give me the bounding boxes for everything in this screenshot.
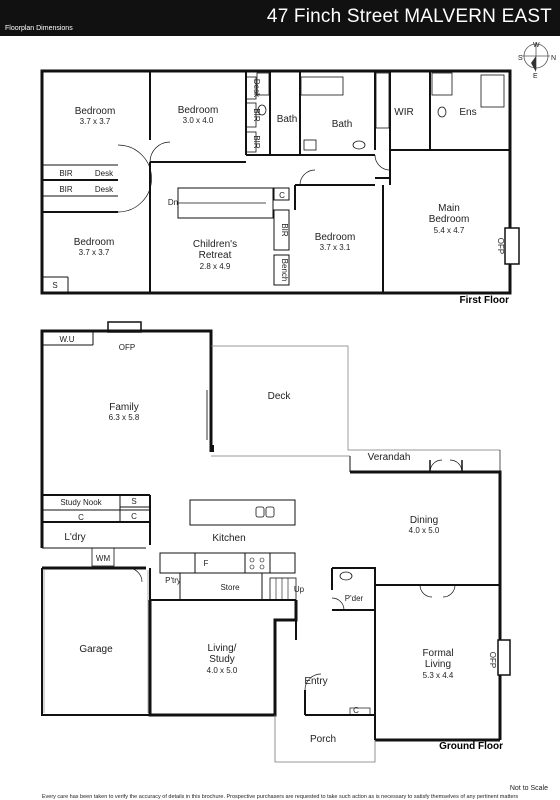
room-bedroom-sw: Bedroom [74,237,115,248]
room-living-dim: 4.0 x 5.0 [207,666,238,675]
compass-s: S [518,55,523,62]
room-bedroom-c-dim: 3.7 x 3.1 [320,243,351,252]
ground-floor-labels: W.U OFP Family 6.3 x 5.8 Deck Verandah S… [59,335,503,752]
label-deck: Deck [268,391,292,402]
label-s-ff: S [52,281,57,290]
room-childrens-retreat: Children's [193,239,237,250]
label-bir-top1: BIR [252,108,261,122]
page-title: 47 Finch Street MALVERN EAST [266,6,552,27]
label-bir-l1: BIR [59,169,73,178]
label-bench: Bench [280,259,289,282]
room-family: Family [109,402,138,413]
label-kitchen: Kitchen [212,533,245,544]
first-floor-labels: Bedroom 3.7 x 3.7 Bedroom 3.0 x 4.0 Bedr… [52,79,509,306]
room-formal: Formal [422,648,453,659]
room-living-2: Study [209,654,235,665]
label-c3: C [353,706,359,715]
room-bedroom-nw: Bedroom [75,106,116,117]
label-ptry: P'try [165,576,181,585]
label-ofp-top: OFP [119,343,135,352]
label-garage: Garage [79,644,113,655]
label-c: C [279,191,285,200]
label-store: Store [220,583,240,592]
label-desk-l2: Desk [95,185,114,194]
room-main-bedroom-dim: 5.4 x 4.7 [434,226,465,235]
label-bir-l2: BIR [59,185,73,194]
label-porch: Porch [310,734,336,745]
label-pder: P'der [345,594,364,603]
label-entry: Entry [304,676,327,687]
label-dn: Dn [168,198,178,207]
first-floor-label: First Floor [460,295,510,306]
room-dining-dim: 4.0 x 5.0 [409,526,440,535]
label-ofp-right: OFP [488,652,497,668]
label-desk-l1: Desk [95,169,114,178]
first-floor-walls [40,69,520,295]
ground-floor-label: Ground Floor [439,741,503,752]
label-desk-top: Desk [252,79,261,98]
label-verandah: Verandah [368,452,411,463]
room-formal-dim: 5.3 x 4.4 [423,671,454,680]
room-main-bedroom-2: Bedroom [429,214,470,225]
label-c1: C [78,513,84,522]
label-s-gf: S [131,497,136,506]
room-bedroom-n: Bedroom [178,105,219,116]
label-bath1: Bath [277,114,298,125]
room-bedroom-sw-dim: 3.7 x 3.7 [79,248,110,257]
disclaimer-text: Every care has been taken to verify the … [42,794,519,800]
room-living: Living/ [208,643,237,654]
room-bedroom-c: Bedroom [315,232,356,243]
label-ens: Ens [459,107,476,118]
ground-floor-walls [40,321,511,763]
not-to-scale-note: Not to Scale [510,785,548,792]
compass-icon: W S N E [518,42,556,80]
room-family-dim: 6.3 x 5.8 [109,413,140,422]
room-childrens-retreat-dim: 2.8 x 4.9 [200,262,231,271]
label-wm: WM [96,554,111,563]
page-subtitle: Floorplan Dimensions [5,25,73,32]
label-ofp-ff: OFP [496,238,505,254]
label-c2: C [131,512,137,521]
room-main-bedroom: Main [438,203,460,214]
label-ldry: L'dry [64,532,85,543]
label-bath2: Bath [332,119,353,130]
label-bir-top2: BIR [252,135,261,149]
label-wu: W.U [59,335,74,344]
label-f: F [204,559,209,568]
compass-e: E [533,73,538,80]
label-bir-c: BIR [280,223,289,237]
label-study-nook: Study Nook [60,498,102,507]
compass-w: W [533,42,540,49]
room-formal-2: Living [425,659,451,670]
room-childrens-retreat-2: Retreat [199,250,232,261]
room-bedroom-nw-dim: 3.7 x 3.7 [80,117,111,126]
label-up: Up [294,585,305,594]
room-bedroom-n-dim: 3.0 x 4.0 [183,116,214,125]
label-wir: WIR [394,107,413,118]
header-bar: 47 Finch Street MALVERN EAST Floorplan D… [0,0,560,36]
compass-n: N [551,55,556,62]
room-dining: Dining [410,515,438,526]
